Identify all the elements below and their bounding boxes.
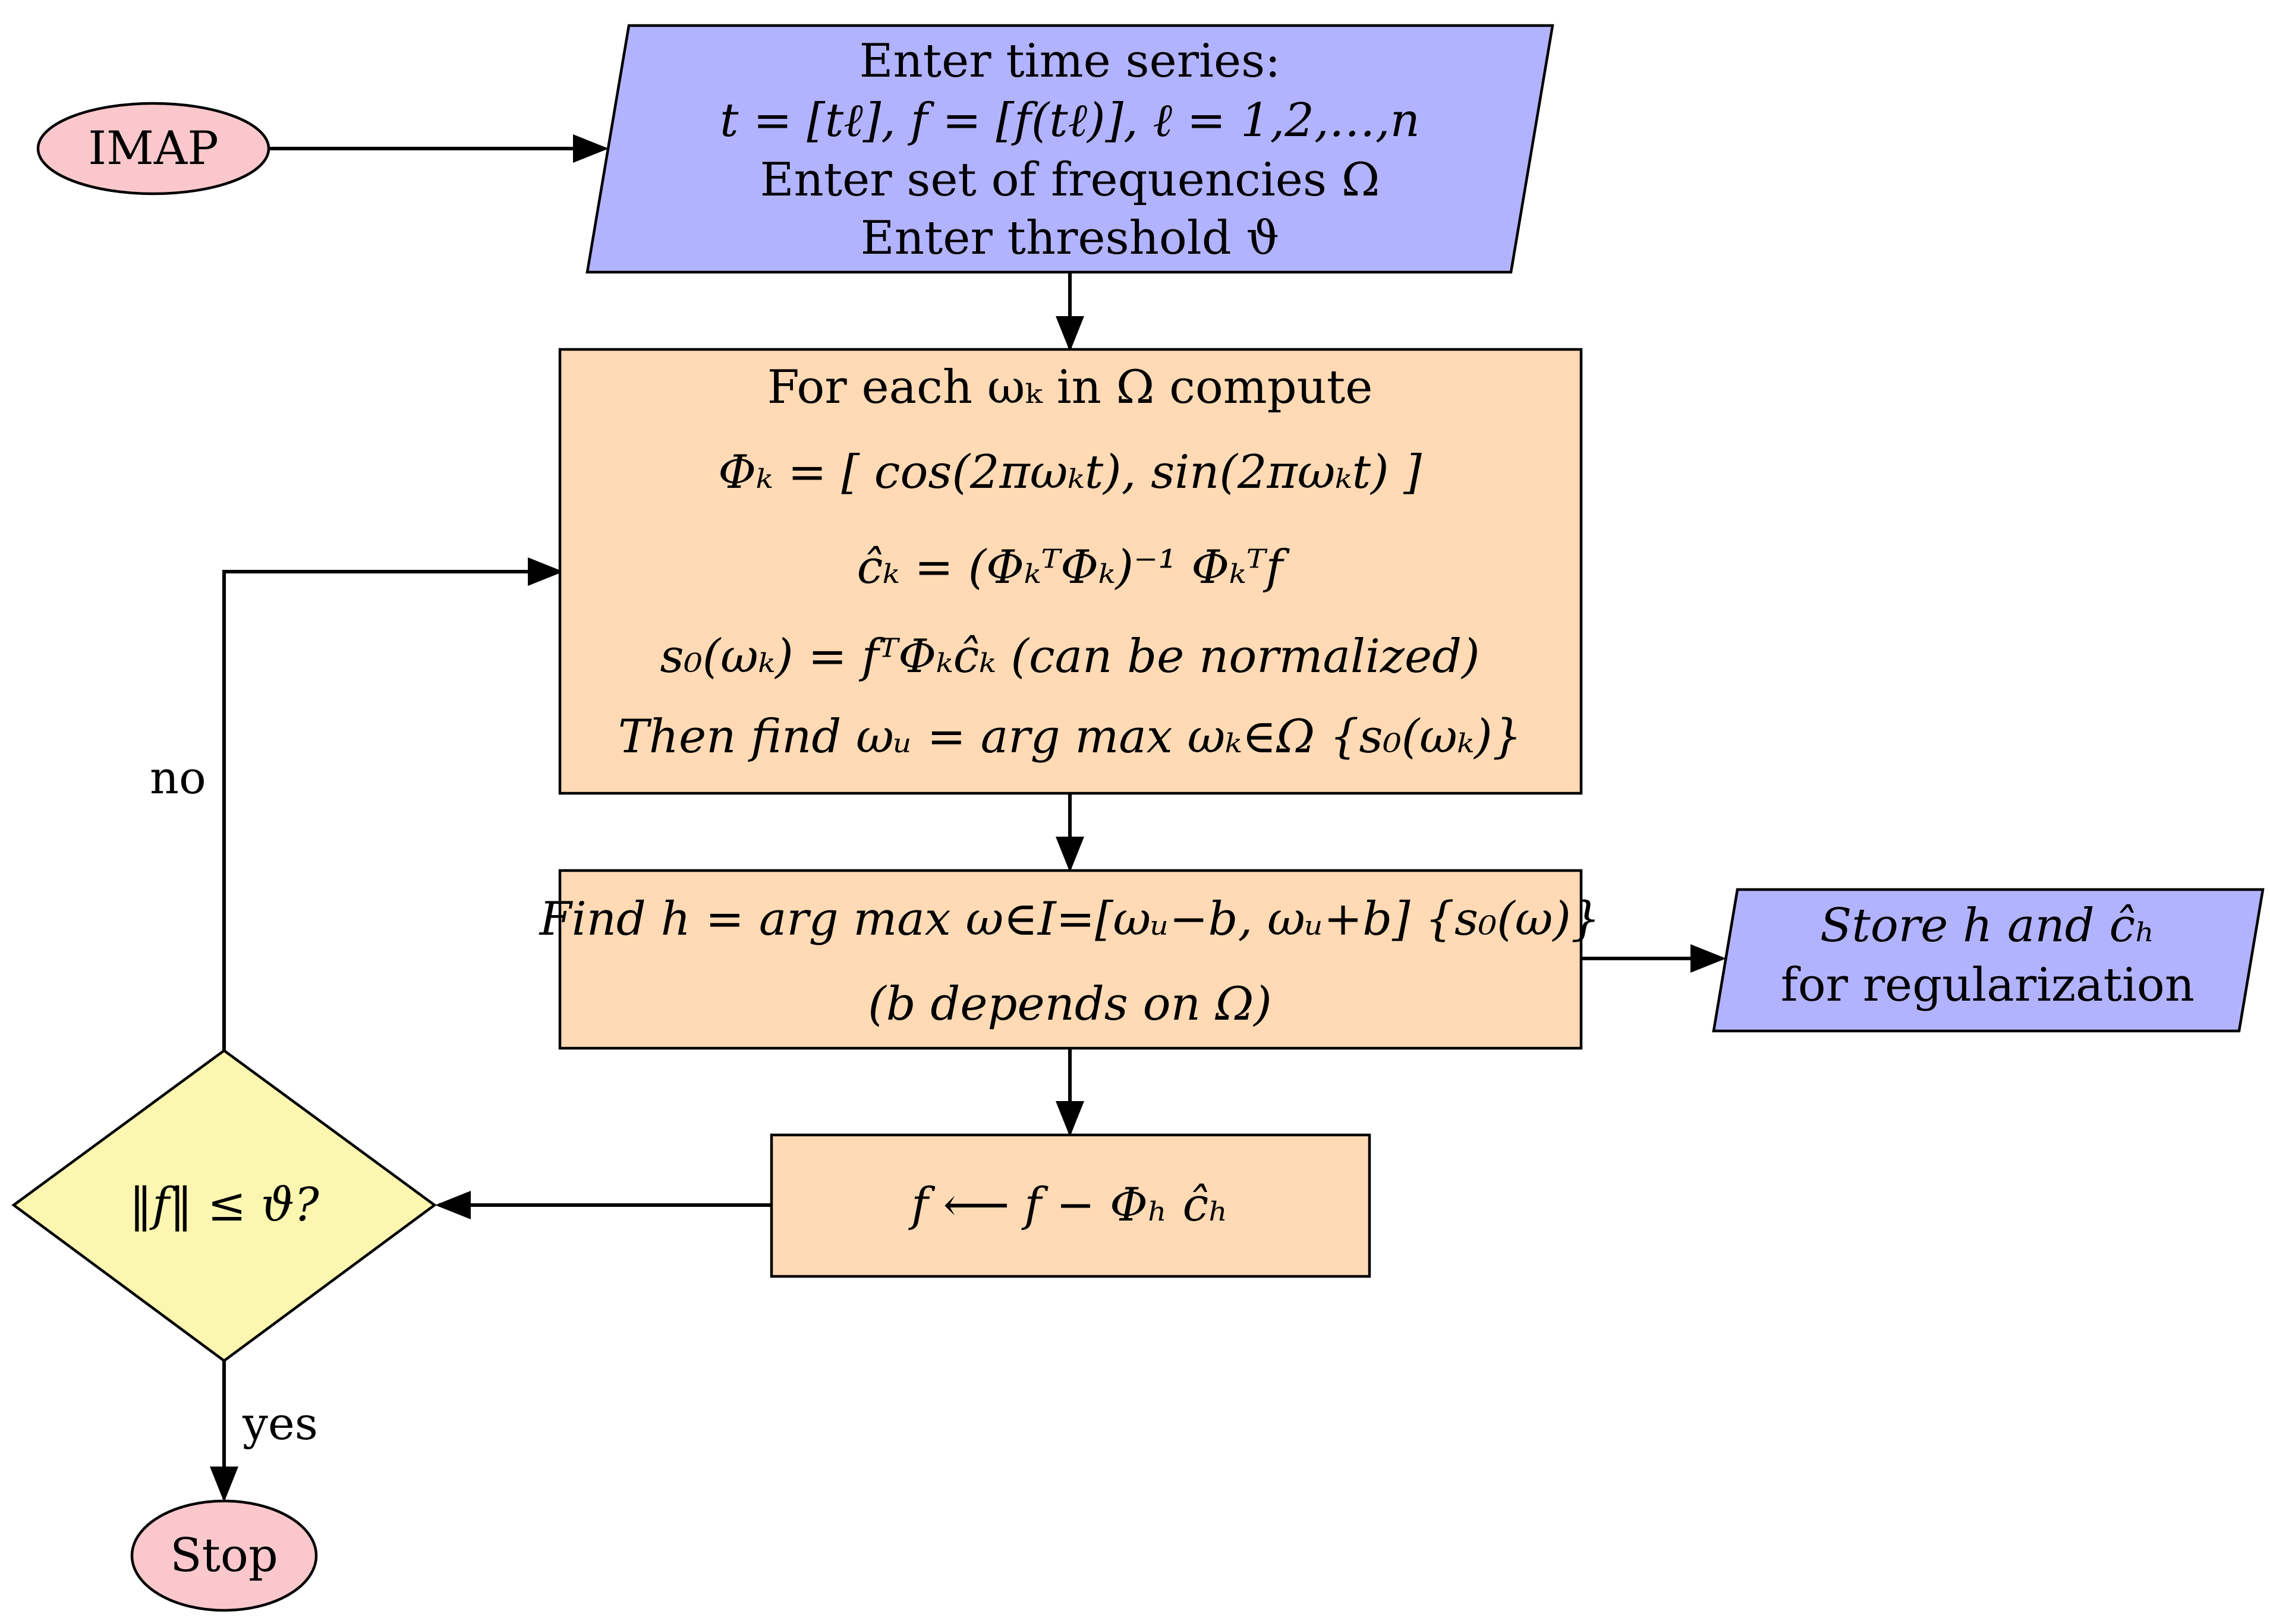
edge-decision-no-loop [222,557,563,1051]
store-node: Store h and ĉₕ for regularization [1712,888,2265,1033]
find-h-line-2: (b depends on Ω) [868,977,1271,1031]
start-label: IMAP [88,122,219,175]
input-line-4: Enter threshold ϑ [861,212,1279,265]
input-line-2: t = [tℓ], f = [f(tℓ)], ℓ = 1,2,…,n [720,94,1420,147]
find-h-node: Find h = arg max ω∈I=[ωᵤ−b, ωᵤ+b] {s₀(ω)… [539,869,1601,1050]
compute-line-3: ĉₖ = (ΦₖᵀΦₖ)⁻¹ Φₖᵀf [857,541,1290,594]
stop-terminal: Stop [130,1499,318,1612]
compute-line-5: Then find ωᵤ = arg max ωₖ∈Ω {s₀(ωₖ)} [618,710,1522,764]
update-node: f ⟵ f − Φₕ ĉₕ [770,1133,1371,1278]
update-label: f ⟵ f − Φₕ ĉₕ [908,1178,1229,1232]
stop-label: Stop [170,1529,278,1582]
decision-node: ‖f‖ ≤ ϑ? [11,1049,437,1363]
input-node: Enter time series: t = [tℓ], f = [f(tℓ)]… [585,24,1554,274]
decision-label: ‖f‖ ≤ ϑ? [129,1178,320,1232]
compute-node: For each ωₖ in Ω compute Φₖ = [ cos(2πωₖ… [558,348,1583,795]
compute-line-1: For each ωₖ in Ω compute [767,361,1373,414]
find-h-line-1: Find h = arg max ω∈I=[ωᵤ−b, ωᵤ+b] {s₀(ω)… [539,893,1601,946]
store-line-1: Store h and ĉₕ [1820,899,2155,953]
compute-line-2: Φₖ = [ cos(2πωₖt), sin(2πωₖt) ] [718,446,1422,499]
store-line-2: for regularization [1781,958,2195,1012]
input-line-3: Enter set of frequencies Ω [760,153,1380,207]
compute-line-4: s₀(ωₖ) = fᵀΦₖĉₖ (can be normalized) [660,630,1479,683]
edge-label-no: no [150,751,206,804]
start-terminal: IMAP [36,102,270,195]
edge-label-yes: yes [242,1397,318,1450]
input-line-1: Enter time series: [859,34,1281,88]
